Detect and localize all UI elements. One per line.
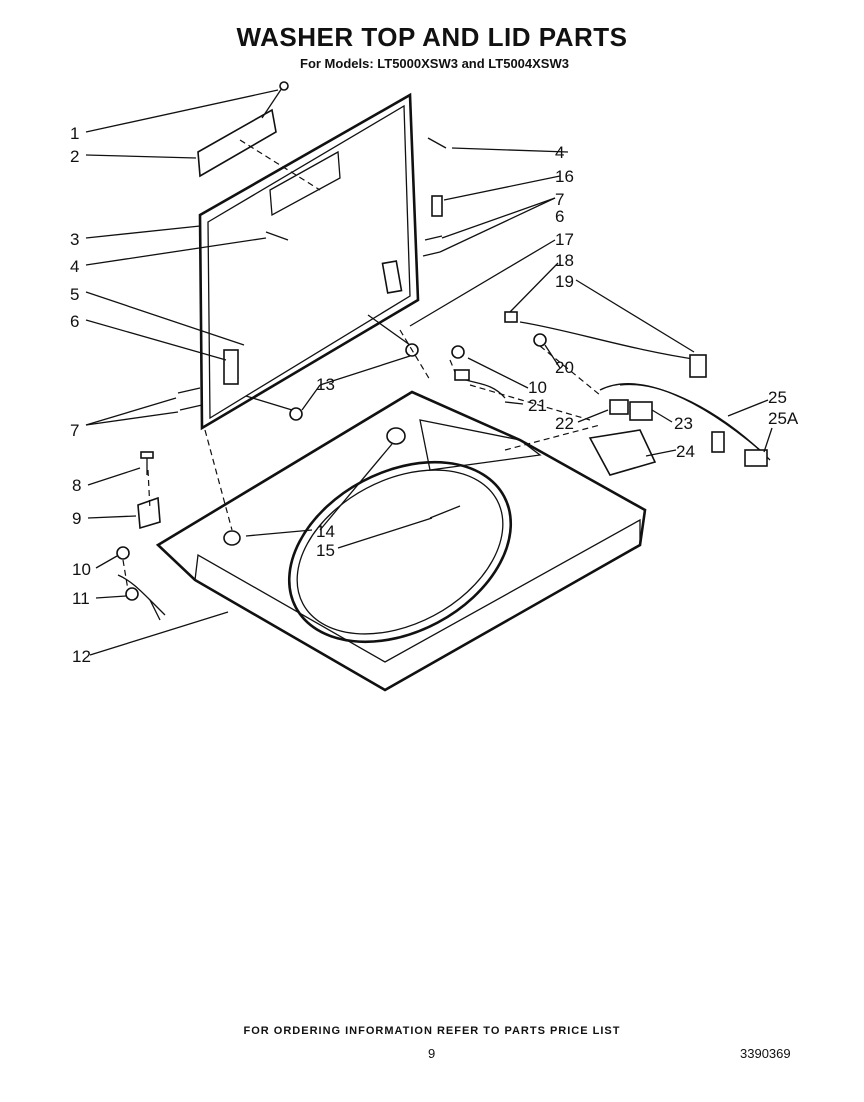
page-number: 9 — [428, 1046, 436, 1061]
wire-harness — [519, 321, 701, 361]
page-title: WASHER TOP AND LID PARTS — [236, 22, 628, 52]
callout-12: 12 — [72, 647, 91, 666]
ordering-note: FOR ORDERING INFORMATION REFER TO PARTS … — [243, 1025, 621, 1037]
callout-7-right: 7 — [555, 190, 564, 209]
callout-13: 13 — [316, 375, 335, 394]
connector-25a — [744, 449, 768, 467]
callout-3: 3 — [70, 230, 79, 249]
left-hinge-parts — [116, 451, 166, 621]
callout-23: 23 — [674, 414, 693, 433]
callout-19: 19 — [555, 272, 574, 291]
lid-stop — [386, 427, 406, 445]
leader-lines — [85, 89, 773, 656]
lid-switch — [609, 399, 629, 415]
callout-15: 15 — [316, 541, 335, 560]
callout-14: 14 — [316, 522, 335, 541]
callout-6-right: 6 — [555, 207, 564, 226]
tub-opening — [287, 460, 513, 644]
callout-24: 24 — [676, 442, 695, 461]
lid-switch-parts — [451, 311, 771, 476]
callout-4-left: 4 — [70, 257, 79, 276]
lid-assembly — [177, 81, 447, 431]
callout-1: 1 — [70, 124, 79, 143]
alignment-lines — [122, 139, 601, 591]
lid-handle-insert — [197, 108, 277, 178]
callout-2: 2 — [70, 147, 79, 166]
callout-20: 20 — [555, 358, 574, 377]
callout-labels: 1 2 3 4 5 6 7 8 9 10 11 12 13 14 15 4 16… — [70, 124, 799, 666]
callout-5: 5 — [70, 285, 79, 304]
washer-top-assembly — [155, 390, 647, 692]
callout-22: 22 — [555, 414, 574, 433]
hinge-rod — [367, 314, 411, 346]
callout-8: 8 — [72, 476, 81, 495]
page-subtitle: For Models: LT5000XSW3 and LT5004XSW3 — [300, 56, 569, 71]
lid-inner-frame — [207, 104, 411, 420]
harness-screw — [504, 311, 518, 323]
switch-cover — [588, 429, 657, 476]
callout-9: 9 — [72, 509, 81, 528]
actuator-knob — [451, 345, 465, 359]
callout-10-right: 10 — [528, 378, 547, 397]
lid-screw — [261, 87, 283, 119]
switch-cavity — [419, 419, 542, 471]
callout-10-left: 10 — [72, 560, 91, 579]
callout-17: 17 — [555, 230, 574, 249]
bracket-9 — [137, 496, 161, 530]
callout-4-right: 4 — [555, 143, 564, 162]
callout-25a: 25A — [768, 409, 799, 428]
lid-outer-frame — [198, 92, 420, 431]
hinge-bracket-right — [431, 195, 443, 217]
callout-21: 21 — [528, 396, 547, 415]
callout-7-left: 7 — [70, 421, 79, 440]
callout-6-left: 6 — [70, 312, 79, 331]
harness-nut — [533, 333, 547, 347]
top-screw — [429, 505, 461, 519]
actuator-knob-left — [116, 546, 130, 560]
lid-handle-recess — [269, 150, 341, 217]
callout-18: 18 — [555, 251, 574, 270]
washer-top-front-edge — [194, 518, 641, 691]
callout-25: 25 — [768, 388, 787, 407]
spring-11 — [117, 574, 166, 616]
callout-16: 16 — [555, 167, 574, 186]
callout-11: 11 — [72, 589, 90, 608]
hinge-bracket-left — [223, 349, 239, 385]
connector — [689, 354, 707, 378]
document-number: 3390369 — [740, 1046, 791, 1061]
